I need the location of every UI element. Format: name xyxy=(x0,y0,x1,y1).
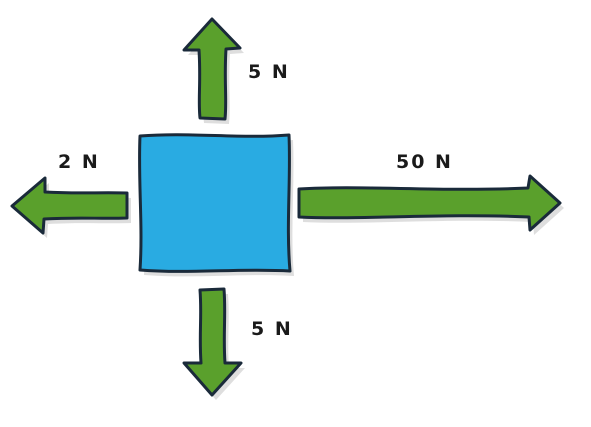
right-force-arrow xyxy=(297,174,562,232)
up-force-label: 5 N xyxy=(248,61,290,83)
right-force-label: 50 N xyxy=(396,151,453,173)
up-force-arrow xyxy=(182,17,242,121)
down-force-label: 5 N xyxy=(251,318,293,340)
left-force-label: 2 N xyxy=(58,151,100,173)
left-force-arrow xyxy=(10,176,129,235)
down-force-arrow xyxy=(182,287,243,397)
object-box xyxy=(138,133,292,273)
